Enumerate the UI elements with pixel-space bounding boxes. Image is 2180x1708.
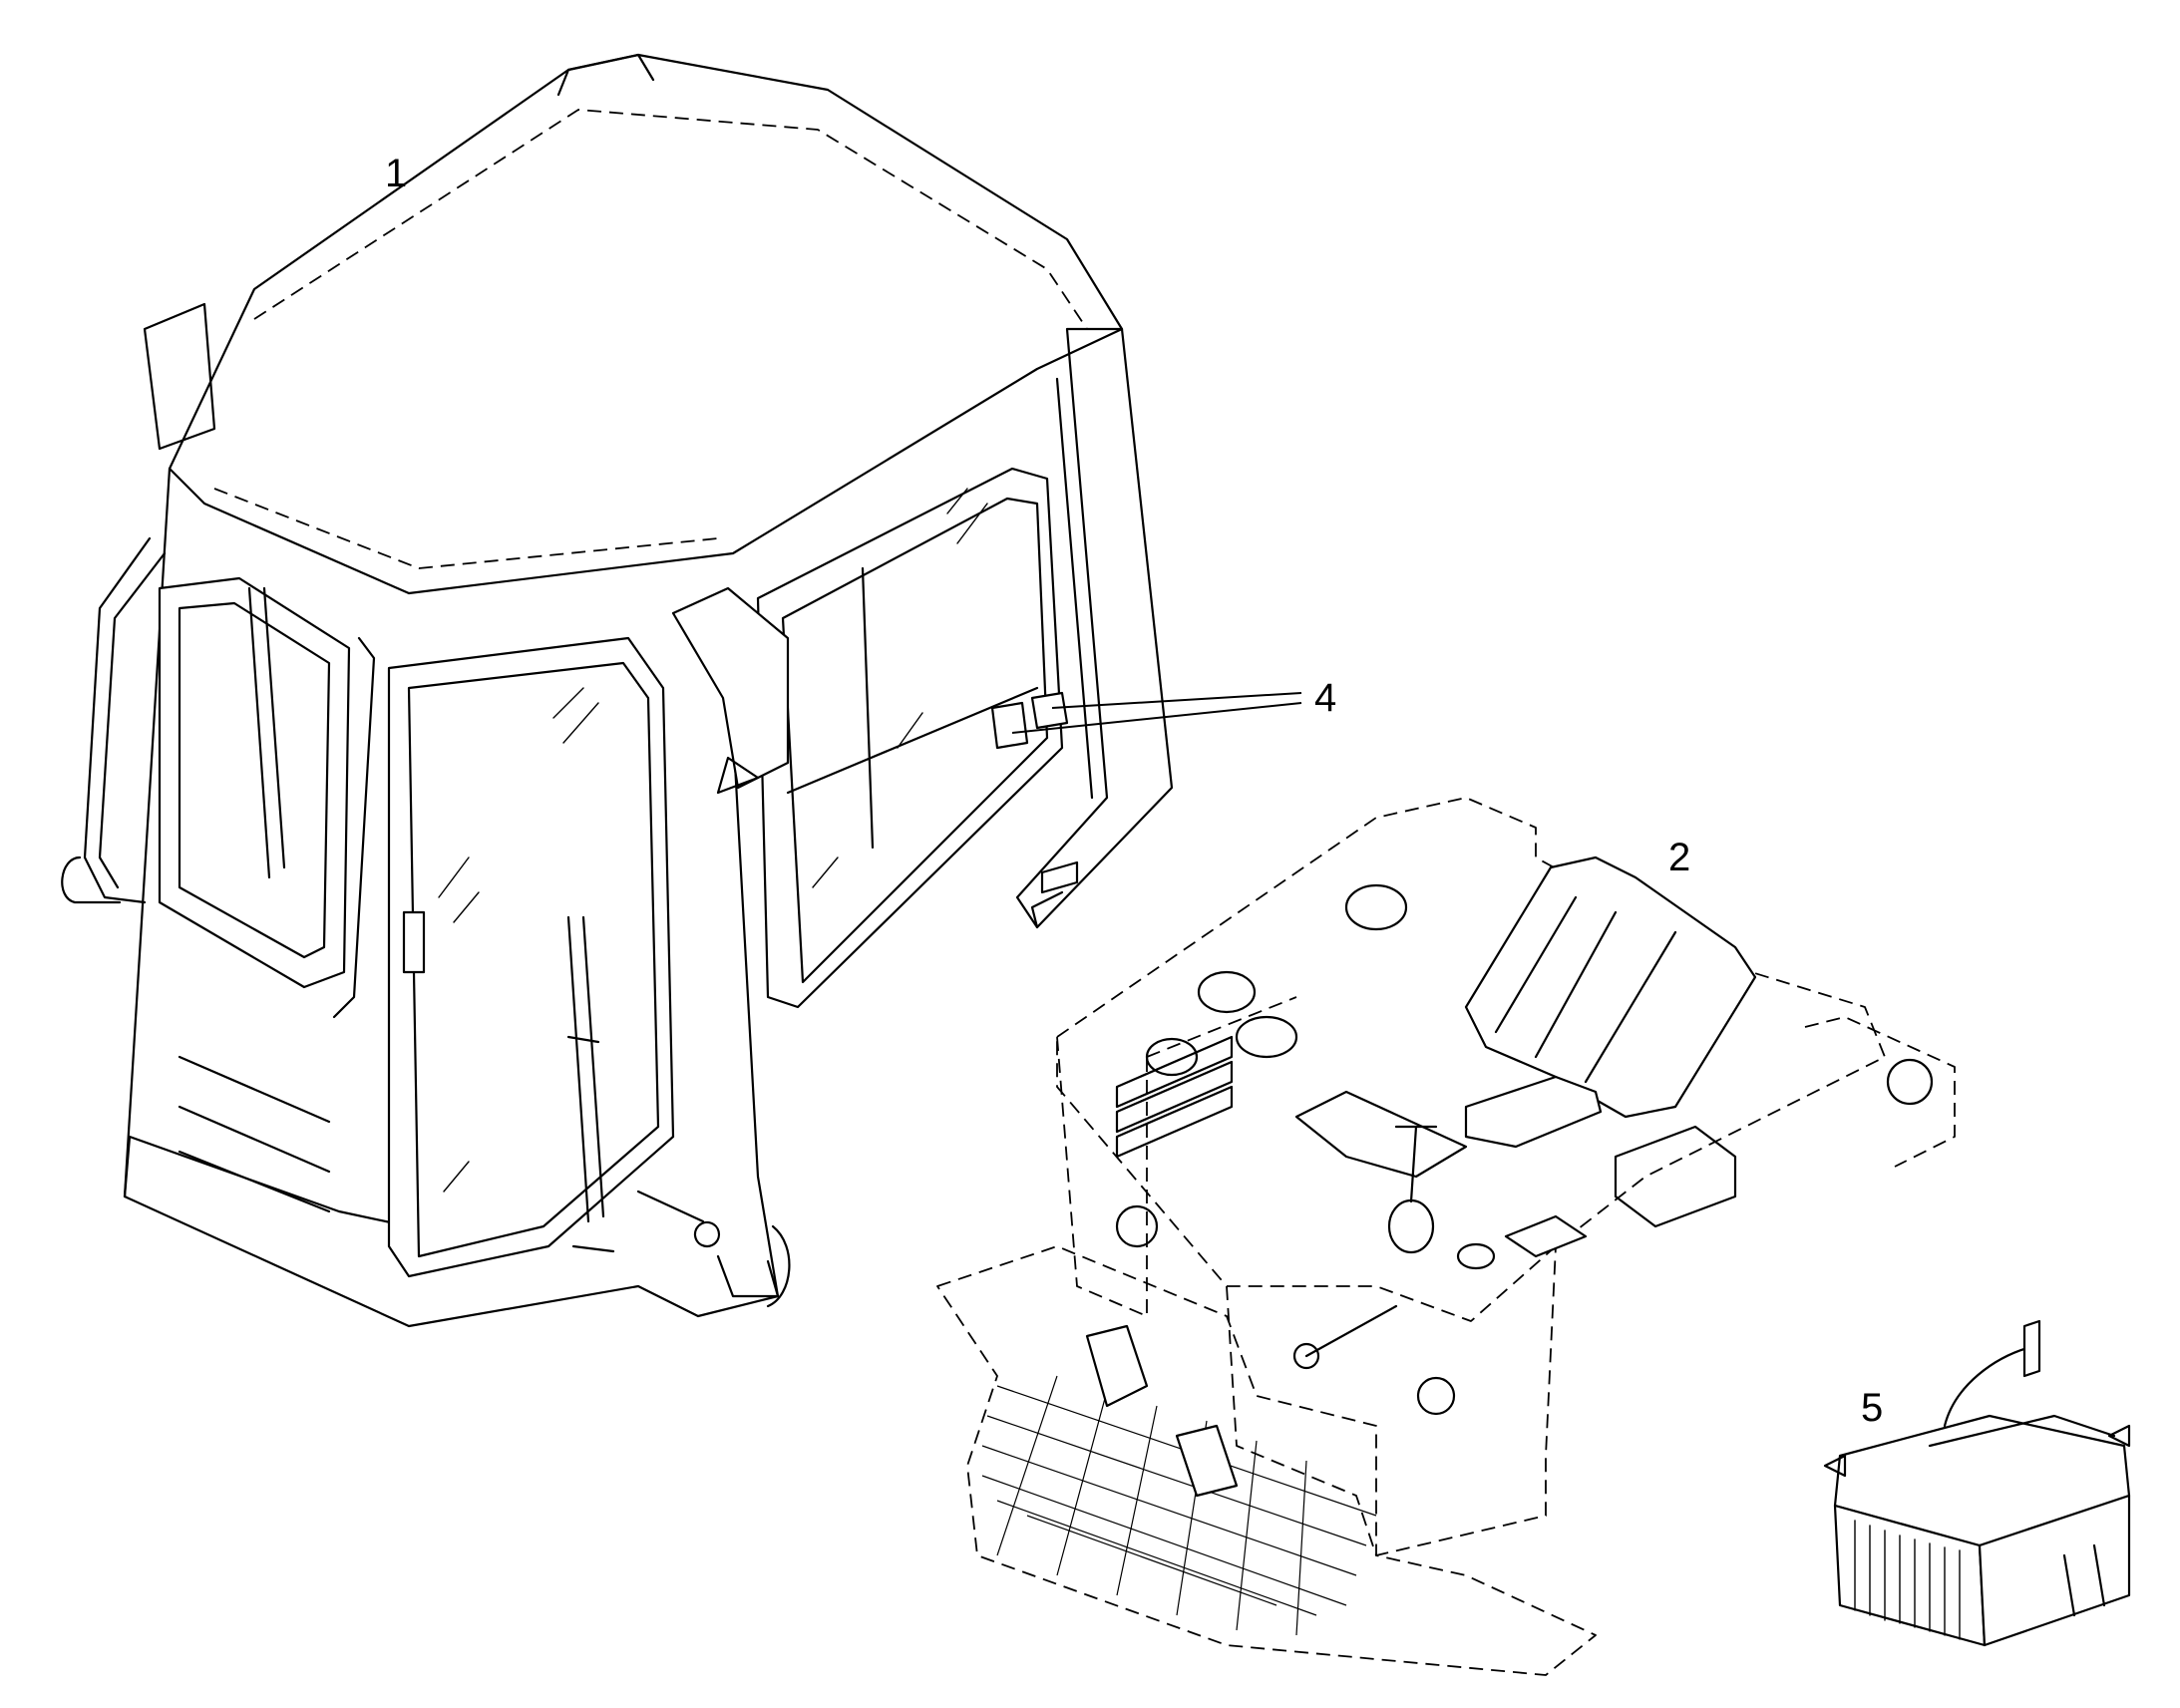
- cab-assembly: [61, 53, 1174, 1328]
- operator-platform-assembly: [936, 797, 1956, 1676]
- callout-5: 5: [1861, 1386, 1883, 1430]
- leader-4-upper: [1051, 692, 1302, 709]
- callout-4: 4: [1314, 676, 1336, 720]
- callout-1: 1: [385, 152, 407, 195]
- callout-2: 2: [1668, 836, 1690, 879]
- battery-box-assembly: [1823, 1319, 2131, 1647]
- leader-4-lower: [1011, 702, 1302, 734]
- callout-labels: 1 2 4 5: [385, 152, 1883, 1430]
- callout-leaders: [1011, 692, 1302, 734]
